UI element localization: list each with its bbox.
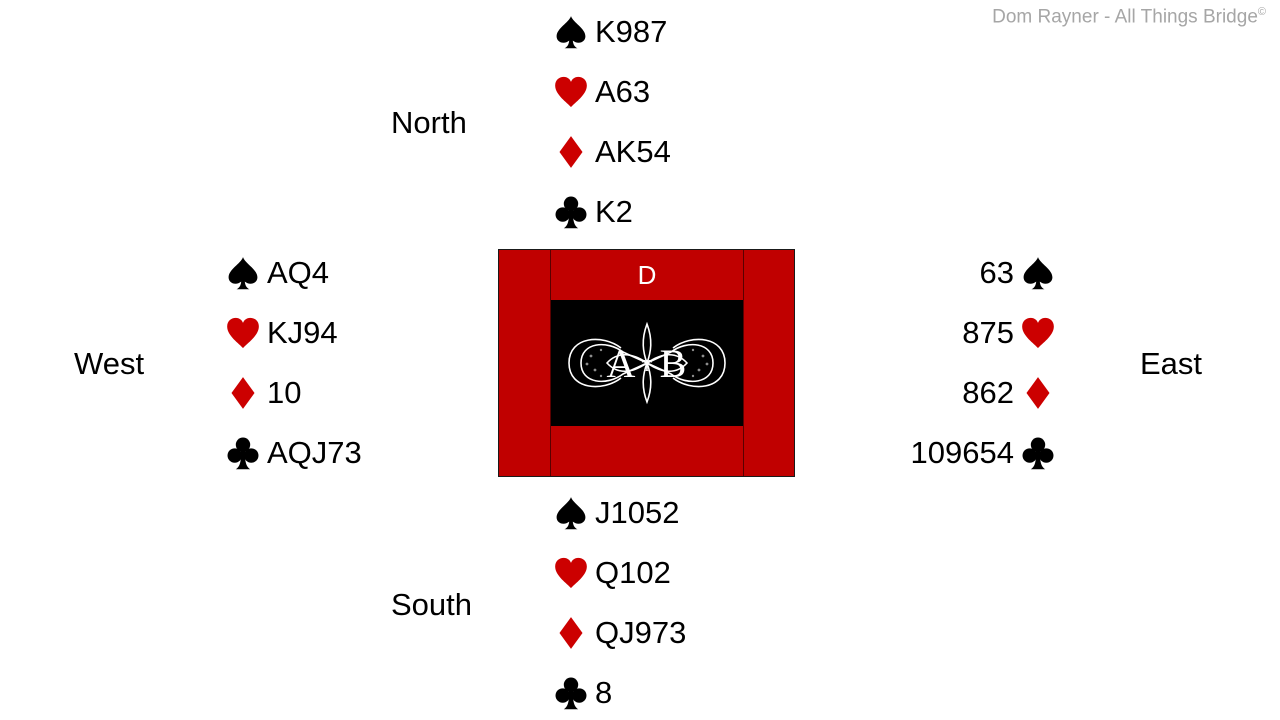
hand-north-diamonds: AK54 (553, 132, 671, 172)
copyright-text: Dom Rayner - All Things Bridge (992, 6, 1258, 28)
card-list: 109654 (910, 435, 1014, 470)
hand-west-diamonds: 10 (225, 373, 301, 413)
hand-east-diamonds: 862 (860, 373, 1056, 413)
table-divider-left (550, 250, 551, 476)
card-list: K987 (595, 14, 668, 49)
hand-south-spades: J1052 (553, 493, 679, 533)
card-list: QJ973 (595, 615, 687, 650)
logo-letter-b: B (660, 341, 687, 386)
diamond-icon (225, 375, 261, 411)
bridge-table: D A T B (498, 249, 795, 477)
heart-icon (1020, 315, 1056, 351)
spade-icon (1020, 255, 1056, 291)
logo-letter-t: T (642, 356, 653, 375)
club-icon (553, 675, 589, 711)
heart-icon (553, 555, 589, 591)
copyright-notice: Dom Rayner - All Things Bridge© (992, 6, 1266, 28)
hand-south-clubs: 8 (553, 673, 612, 713)
hand-west-clubs: AQJ73 (225, 433, 362, 473)
diamond-icon (553, 615, 589, 651)
dealer-indicator: D (637, 259, 657, 290)
club-icon (1020, 435, 1056, 471)
card-list: J1052 (595, 495, 680, 530)
card-list: 875 (962, 315, 1014, 350)
card-list: KJ94 (267, 315, 338, 350)
seat-label-east: East (1140, 346, 1203, 381)
hand-south-diamonds: QJ973 (553, 613, 686, 653)
card-list: AK54 (595, 134, 671, 169)
card-list: 10 (267, 375, 302, 410)
card-list: 63 (979, 255, 1014, 290)
hand-east-clubs: 109654 (860, 433, 1056, 473)
seat-label-north: North (391, 105, 467, 140)
copyright-symbol: © (1257, 6, 1266, 18)
diamond-icon (553, 134, 589, 170)
spade-icon (553, 495, 589, 531)
hand-north-spades: K987 (553, 12, 667, 52)
card-list: AQ4 (267, 255, 330, 290)
card-list: 862 (962, 375, 1014, 410)
hand-south-hearts: Q102 (553, 553, 671, 593)
card-list: A63 (595, 74, 651, 109)
hand-west-hearts: KJ94 (225, 313, 338, 353)
hand-north-clubs: K2 (553, 192, 633, 232)
hand-east-hearts: 875 (860, 313, 1056, 353)
heart-icon (225, 315, 261, 351)
spade-icon (553, 14, 589, 50)
atb-logo-graphic: A T B (568, 321, 726, 405)
diamond-icon (1020, 375, 1056, 411)
logo-letter-a: A (607, 341, 636, 386)
heart-icon (553, 74, 589, 110)
club-icon (225, 435, 261, 471)
atb-logo: A T B (551, 300, 743, 426)
card-list: AQJ73 (267, 435, 362, 470)
seat-label-south: South (391, 587, 473, 622)
hand-north-hearts: A63 (553, 72, 650, 112)
hand-east-spades: 63 (860, 253, 1056, 293)
spade-icon (225, 255, 261, 291)
card-list: 8 (595, 675, 613, 710)
card-list: Q102 (595, 555, 671, 590)
club-icon (553, 194, 589, 230)
hand-west-spades: AQ4 (225, 253, 329, 293)
seat-label-west: West (74, 346, 145, 381)
card-list: K2 (595, 194, 633, 229)
table-divider-right (743, 250, 744, 476)
